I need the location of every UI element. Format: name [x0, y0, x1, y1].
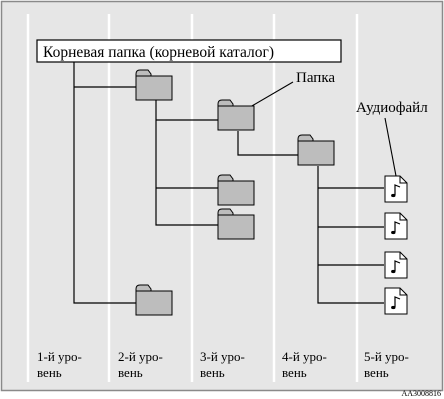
callout-leaders: [244, 81, 397, 177]
audio-file-icon: [384, 251, 408, 279]
root-folder-label: Корневая папка (корневой каталог): [43, 44, 274, 61]
level-3-line2: вень: [200, 365, 225, 380]
level-labels: 1-й уро- вень 2-й уро- вень 3-й уро- вен…: [37, 349, 409, 380]
audio-file-icon: [384, 175, 408, 203]
level-2-line1: 2-й уро-: [118, 349, 163, 364]
folder-callout-label: Папка: [296, 70, 335, 86]
level-5-line2: вень: [364, 365, 389, 380]
audio-file-callout-label: Аудиофайл: [356, 100, 428, 116]
audio-file-icon: [384, 287, 408, 315]
level-3-line1: 3-й уро-: [200, 349, 245, 364]
level-column-dividers: [26, 14, 359, 382]
root-folder-box: [36, 39, 342, 63]
level-5-line1: 5-й уро-: [364, 349, 409, 364]
level-4-line2: вень: [282, 365, 307, 380]
level-4-line1: 4-й уро-: [282, 349, 327, 364]
tree-connectors: [73, 62, 384, 304]
level-2-line2: вень: [118, 365, 143, 380]
figure-code: AA3008816: [401, 389, 441, 398]
audio-file-icon: [384, 212, 408, 240]
level-1-line1: 1-й уро-: [37, 349, 82, 364]
level-1-line2: вень: [37, 365, 62, 380]
